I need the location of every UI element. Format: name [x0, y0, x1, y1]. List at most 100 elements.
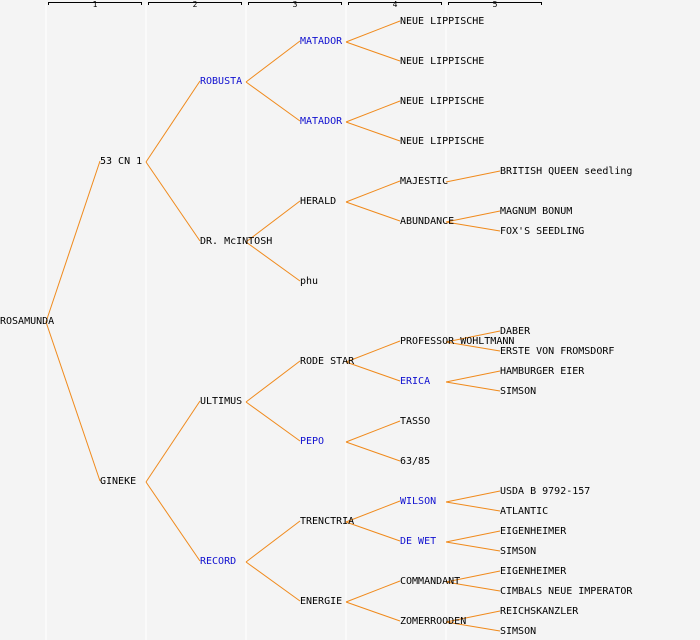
generation-ruler: [248, 2, 342, 5]
pedigree-node[interactable]: ATLANTIC: [500, 506, 549, 517]
pedigree-edge: [345, 340, 401, 363]
pedigree-edge: [345, 580, 401, 603]
pedigree-edge: [245, 40, 301, 83]
pedigree-node[interactable]: ERSTE VON FROMSDORF: [500, 346, 615, 357]
pedigree-node[interactable]: NEUE LIPPISCHE: [400, 16, 485, 27]
pedigree-node[interactable]: 53 CN 1: [100, 156, 143, 167]
pedigree-edge: [445, 530, 501, 543]
pedigree-node[interactable]: CIMBALS NEUE IMPERATOR: [500, 586, 633, 597]
pedigree-edge: [345, 441, 401, 462]
pedigree-edge: [345, 420, 401, 443]
pedigree-node[interactable]: DE WET: [400, 536, 437, 547]
pedigree-node[interactable]: 63/85: [400, 456, 431, 467]
pedigree-edge: [145, 400, 201, 483]
pedigree-node[interactable]: WILSON: [400, 496, 437, 507]
pedigree-node[interactable]: NEUE LIPPISCHE: [400, 136, 485, 147]
pedigree-edge: [345, 100, 401, 123]
column-separators: [45, 4, 447, 640]
pedigree-node[interactable]: MAGNUM BONUM: [500, 206, 573, 217]
pedigree-node[interactable]: DABER: [500, 326, 531, 337]
pedigree-node[interactable]: MATADOR: [300, 36, 343, 47]
generation-ruler: [148, 2, 242, 5]
pedigree-edges: [45, 20, 501, 632]
pedigree-node[interactable]: PROFESSOR WOHLTMANN: [400, 336, 515, 347]
pedigree-edge: [445, 570, 501, 583]
pedigree-node[interactable]: TASSO: [400, 416, 431, 427]
pedigree-node[interactable]: HERALD: [300, 196, 337, 207]
pedigree-edge: [345, 41, 401, 62]
pedigree-node[interactable]: phu: [300, 276, 319, 287]
pedigree-edge: [145, 481, 201, 562]
generation-ruler: [448, 2, 542, 5]
pedigree-edge: [345, 521, 401, 542]
pedigree-edge: [445, 621, 501, 632]
pedigree-node[interactable]: GINEKE: [100, 476, 137, 487]
pedigree-edge: [145, 80, 201, 163]
pedigree-edge: [445, 221, 501, 232]
pedigree-node[interactable]: EIGENHEIMER: [500, 526, 567, 537]
pedigree-edge: [445, 341, 501, 352]
generation-number: 2: [192, 0, 198, 9]
pedigree-edge: [345, 20, 401, 43]
pedigree-node[interactable]: ABUNDANCE: [400, 216, 455, 227]
pedigree-edge: [45, 160, 101, 323]
pedigree-edge: [445, 330, 501, 343]
pedigree-edge: [245, 401, 301, 442]
generation-ruler: [348, 2, 442, 5]
pedigree-edge: [445, 370, 501, 383]
pedigree-edge: [345, 361, 401, 382]
pedigree-node[interactable]: ZOMERROODEN: [400, 616, 467, 627]
pedigree-node[interactable]: ERICA: [400, 376, 431, 387]
pedigree-node[interactable]: RODE STAR: [300, 356, 355, 367]
pedigree-edge: [45, 321, 101, 482]
pedigree-edge: [245, 200, 301, 243]
pedigree-node[interactable]: SIMSON: [500, 626, 537, 637]
generation-number: 1: [92, 0, 98, 9]
generation-number: 3: [292, 0, 298, 9]
pedigree-edge: [445, 210, 501, 223]
pedigree-edge: [245, 241, 301, 282]
pedigree-node[interactable]: PEPO: [300, 436, 325, 447]
pedigree-node[interactable]: ROSAMUNDA: [0, 316, 55, 327]
pedigree-node[interactable]: REICHSKANZLER: [500, 606, 579, 617]
pedigree-edge: [245, 520, 301, 563]
pedigree-node[interactable]: ULTIMUS: [200, 396, 243, 407]
generation-number: 5: [492, 0, 498, 9]
pedigree-edge: [445, 501, 501, 512]
pedigree-edge: [445, 581, 501, 592]
pedigree-edge: [445, 381, 501, 392]
pedigree-edge: [345, 500, 401, 523]
pedigree-node[interactable]: SIMSON: [500, 546, 537, 557]
pedigree-edge: [245, 81, 301, 122]
pedigree-edge: [245, 561, 301, 602]
generation-ruler: [48, 2, 142, 5]
pedigree-node[interactable]: ENERGIE: [300, 596, 343, 607]
pedigree-edge: [145, 161, 201, 242]
pedigree-node[interactable]: FOX'S SEEDLING: [500, 226, 585, 237]
pedigree-edge: [445, 490, 501, 503]
generation-rulers: [48, 2, 542, 5]
pedigree-node[interactable]: COMMANDANT: [400, 576, 461, 587]
pedigree-node[interactable]: DR. McINTOSH: [200, 236, 273, 247]
pedigree-node[interactable]: RECORD: [200, 556, 237, 567]
pedigree-node[interactable]: EIGENHEIMER: [500, 566, 567, 577]
pedigree-edge: [345, 180, 401, 203]
pedigree-node[interactable]: MATADOR: [300, 116, 343, 127]
pedigree-node[interactable]: USDA B 9792-157: [500, 486, 591, 497]
pedigree-edge: [445, 541, 501, 552]
pedigree-node[interactable]: TRENCTRIA: [300, 516, 355, 527]
pedigree-edge: [345, 121, 401, 142]
pedigree-node[interactable]: HAMBURGER EIER: [500, 366, 585, 377]
pedigree-node[interactable]: BRITISH QUEEN seedling: [500, 166, 633, 177]
pedigree-node[interactable]: ROBUSTA: [200, 76, 243, 87]
generation-number: 4: [392, 0, 398, 9]
pedigree-edge: [445, 610, 501, 623]
pedigree-edge: [245, 360, 301, 403]
pedigree-node[interactable]: MAJESTIC: [400, 176, 449, 187]
pedigree-edge: [445, 170, 501, 183]
pedigree-edge: [345, 201, 401, 222]
pedigree-node[interactable]: NEUE LIPPISCHE: [400, 56, 485, 67]
pedigree-node[interactable]: NEUE LIPPISCHE: [400, 96, 485, 107]
pedigree-node[interactable]: SIMSON: [500, 386, 537, 397]
